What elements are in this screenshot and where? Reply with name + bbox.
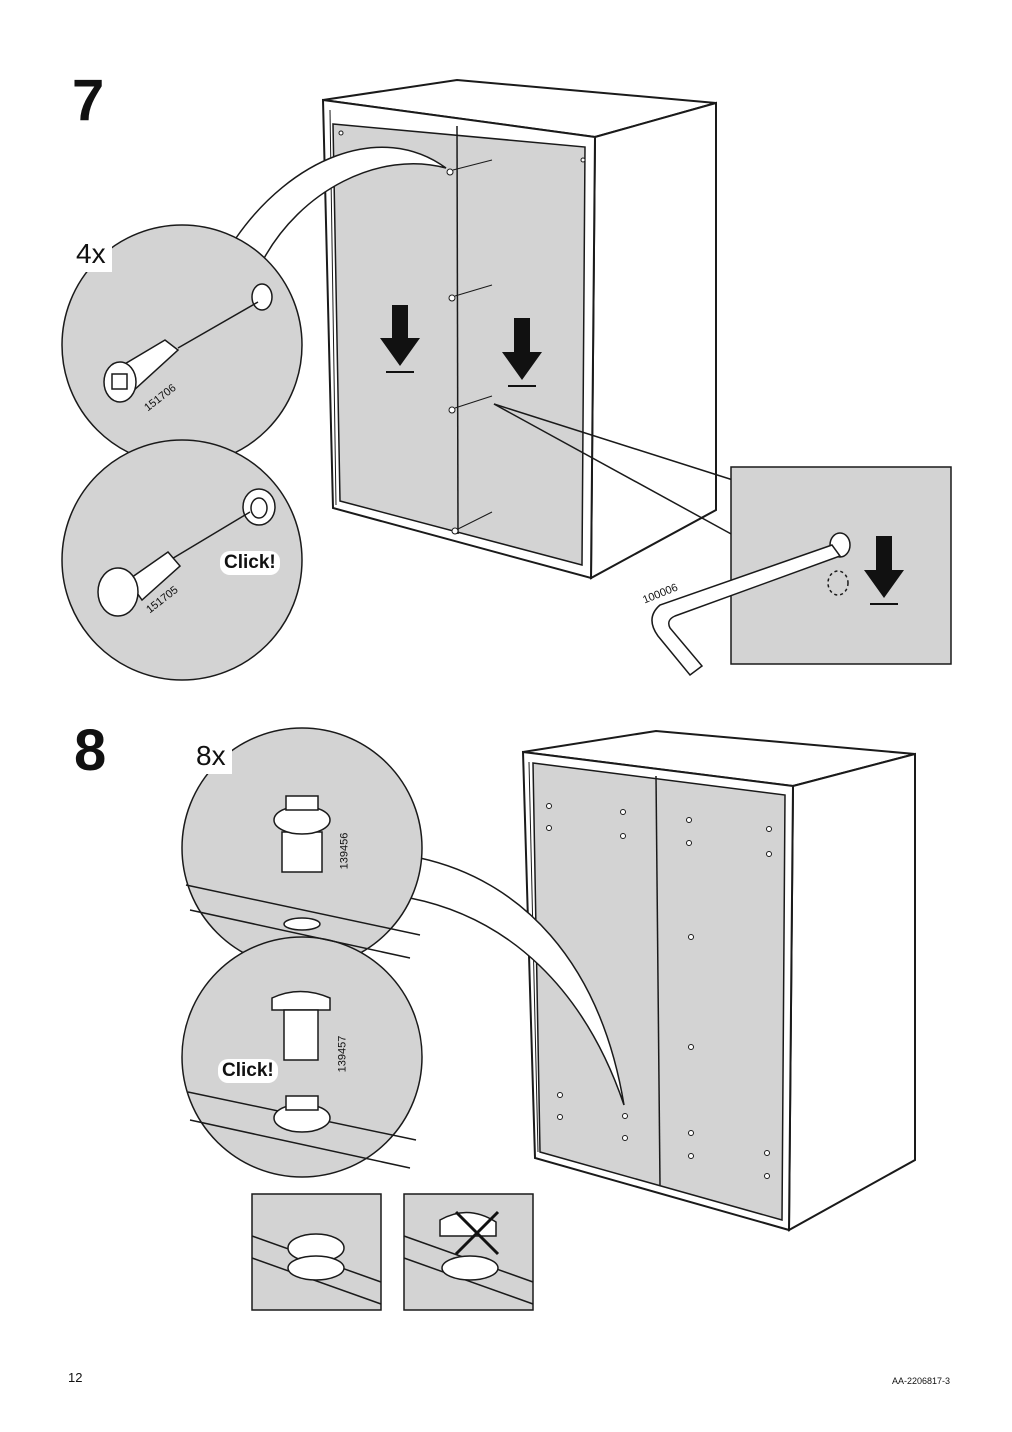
cross-icon <box>454 1210 500 1256</box>
dowel-icon <box>103 283 273 403</box>
step-8-number: 8 <box>74 718 107 783</box>
callout-swoosh-step-8 <box>409 857 625 1106</box>
quantity-label-step-8: 8x <box>190 738 232 774</box>
part-number-139456: 139456 <box>338 832 351 870</box>
allen-key-icon <box>651 532 851 677</box>
click-label-step-8: Click! <box>218 1059 278 1083</box>
click-label-step-7: Click! <box>220 551 280 575</box>
quantity-label-step-7: 4x <box>70 236 112 272</box>
down-arrow-icon <box>864 536 904 605</box>
incorrect-example-box <box>403 1193 534 1311</box>
detail-box-step-7 <box>730 466 952 665</box>
cabinet-step-7 <box>321 78 717 580</box>
page-number: 12 <box>68 1370 83 1385</box>
detail-circle-2 <box>61 439 303 681</box>
cam-lock-marks-step-8 <box>546 803 772 1179</box>
step-7-number: 7 <box>72 68 105 133</box>
screw-marks-step-7 <box>338 130 586 535</box>
down-arrow-icon <box>380 305 542 387</box>
connector-icon <box>97 488 276 617</box>
cam-lock-icon <box>187 990 417 1169</box>
cam-housing-icon <box>185 795 421 959</box>
document-code: AA-2206817-3 <box>892 1376 951 1386</box>
cabinet-step-8 <box>521 729 916 1232</box>
part-number-139457: 139457 <box>336 1035 349 1073</box>
